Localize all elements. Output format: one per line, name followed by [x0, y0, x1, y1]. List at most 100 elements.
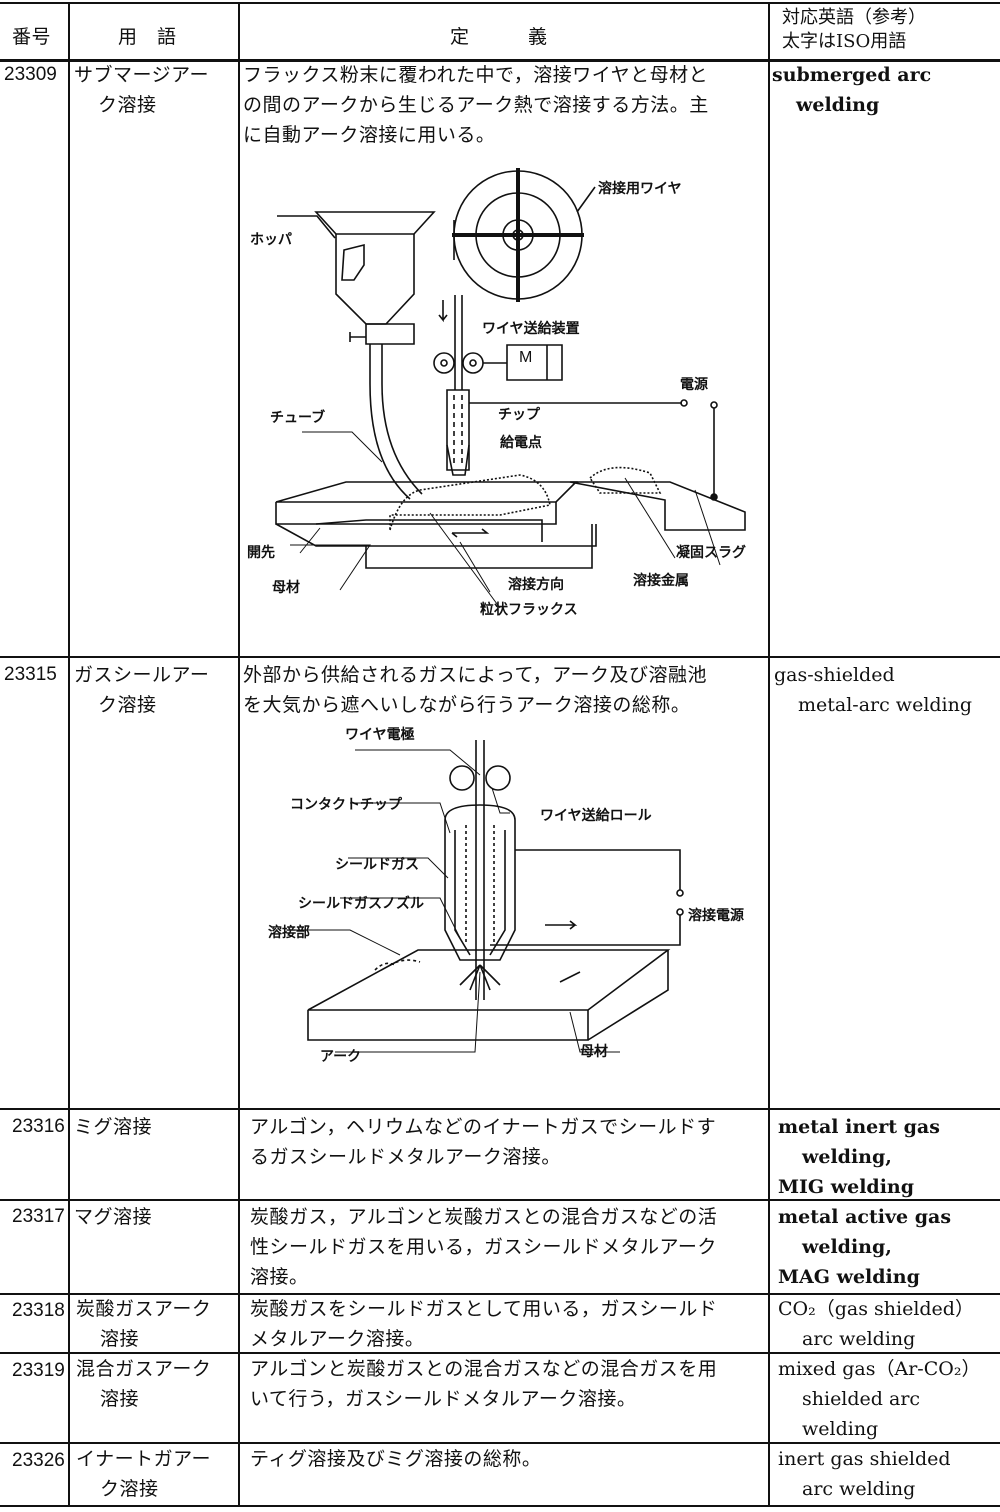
definition-line: ティグ溶接及びミグ溶接の総称。 — [250, 1448, 542, 1470]
row-number: 23326 — [12, 1450, 65, 1471]
label-arc: アーク — [320, 1049, 362, 1065]
row-english: mixed gas（Ar-CO₂） shielded arc welding — [778, 1354, 980, 1444]
definition-line: 性シールドガスを用いる，ガスシールドメタルアーク — [250, 1236, 717, 1258]
row-divider — [0, 1108, 1000, 1110]
row-definition: 外部から供給されるガスによって，アーク及び溶融池 を大気から遮へいしながら行うア… — [243, 660, 707, 720]
row-definition: 炭酸ガス，アルゴンと炭酸ガスとの混合ガスなどの活 性シールドガスを用いる，ガスシ… — [250, 1202, 717, 1292]
term-line: サブマージアー — [74, 64, 209, 86]
row-definition: ティグ溶接及びミグ溶接の総称。 — [250, 1444, 541, 1474]
label-tip: チップ — [498, 407, 540, 423]
label-slag: 凝固スラグ — [676, 545, 746, 561]
label-weld-zone: 溶接部 — [268, 925, 310, 941]
column-divider — [68, 3, 70, 1506]
label-weld-metal: 溶接金属 — [633, 573, 689, 589]
row-english: metal active gas welding, MAG welding — [778, 1202, 951, 1292]
label-contact-point: 給電点 — [500, 435, 542, 451]
row-number: 23317 — [12, 1206, 65, 1227]
label-feed-roll: ワイヤ送給ロール — [540, 808, 652, 824]
row-term: 炭酸ガスアーク 溶接 — [76, 1294, 211, 1354]
definition-line: 外部から供給されるガスによって，アーク及び溶融池 — [243, 664, 708, 686]
header-english-line2: 太字はISO用語 — [782, 31, 907, 52]
term-line: ガスシールアー — [74, 664, 210, 686]
label-base-metal: 母材 — [272, 580, 300, 596]
term-line: ク溶接 — [100, 1478, 159, 1500]
definition-line: メタルアーク溶接。 — [250, 1328, 425, 1350]
row-english: inert gas shielded arc welding — [778, 1444, 951, 1504]
row-term: 混合ガスアーク 溶接 — [76, 1354, 211, 1414]
definition-line: 溶接。 — [250, 1266, 309, 1288]
definition-line: いて行う，ガスシールドメタルアーク溶接。 — [250, 1388, 637, 1410]
header-number: 番号 — [12, 26, 52, 48]
row-number: 23318 — [12, 1300, 65, 1321]
row-divider — [0, 1442, 1000, 1444]
header-bottom-border — [0, 59, 1000, 62]
row-definition: 炭酸ガスをシールドガスとして用いる，ガスシールド メタルアーク溶接。 — [250, 1294, 717, 1354]
row-definition: フラックス粉末に覆われた中で，溶接ワイヤと母材と の間のアークから生じるアーク熱… — [243, 60, 709, 150]
header-english: 対応英語（参考） 太字はISO用語 — [782, 6, 926, 54]
english-line: gas-shielded — [774, 664, 895, 686]
term-line: 溶接 — [100, 1388, 140, 1410]
english-line: metal active gas — [778, 1206, 952, 1228]
row-english: metal inert gas welding, MIG welding — [778, 1112, 940, 1202]
row-number: 23309 — [4, 64, 57, 85]
row-divider — [0, 1199, 1000, 1201]
row-english: submerged arc welding — [772, 60, 931, 120]
label-shield-gas: シールドガス — [335, 857, 419, 873]
english-line: MIG welding — [778, 1176, 915, 1198]
term-line: ミグ溶接 — [74, 1116, 153, 1138]
label-wire-electrode: ワイヤ電極 — [345, 727, 415, 743]
english-line: welding, — [802, 1146, 892, 1168]
row-number: 23315 — [4, 664, 57, 685]
term-line: 溶接 — [100, 1328, 140, 1350]
motor-label: M — [519, 349, 533, 366]
label-welding-wire: 溶接用ワイヤ — [598, 181, 682, 197]
term-line: ク溶接 — [98, 94, 157, 116]
term-line: イナートガアー — [76, 1448, 211, 1470]
definition-line: に自動アーク溶接に用いる。 — [243, 124, 496, 146]
label-power-source: 電源 — [680, 377, 708, 393]
label-hopper: ホッパ — [250, 232, 292, 248]
english-line: mixed gas（Ar-CO₂） — [778, 1358, 981, 1380]
english-line: welding, — [802, 1236, 892, 1258]
row-term: イナートガアー ク溶接 — [76, 1444, 211, 1504]
label-flux: 粒状フラックス — [480, 602, 578, 618]
label-welding-power: 溶接電源 — [688, 908, 744, 924]
english-line: metal-arc welding — [798, 694, 973, 716]
row-divider — [0, 656, 1000, 658]
row-english: gas-shielded metal-arc welding — [774, 660, 972, 720]
definition-line: 炭酸ガスをシールドガスとして用いる，ガスシールド — [250, 1298, 718, 1320]
row-divider — [0, 1293, 1000, 1295]
column-divider — [238, 3, 240, 1506]
row-number: 23319 — [12, 1360, 65, 1381]
term-line: マグ溶接 — [74, 1206, 153, 1228]
row-term: マグ溶接 — [74, 1202, 152, 1232]
row-term: サブマージアー ク溶接 — [74, 60, 209, 120]
table-bottom-border — [0, 1505, 1000, 1507]
label-contact-tip: コンタクトチップ — [290, 797, 402, 813]
term-line: ク溶接 — [98, 694, 157, 716]
definition-line: アルゴンと炭酸ガスとの混合ガスなどの混合ガスを用 — [250, 1358, 718, 1380]
english-line: MAG welding — [778, 1266, 920, 1288]
header-english-line1: 対応英語（参考） — [782, 7, 926, 28]
definition-line: アルゴン，ヘリウムなどのイナートガスでシールドす — [250, 1116, 717, 1138]
english-line: arc welding — [802, 1328, 916, 1350]
label-direction: 溶接方向 — [508, 577, 564, 593]
header-term: 用 語 — [118, 26, 177, 48]
label-wire-feeder: ワイヤ送給装置 — [482, 321, 580, 337]
label-base-metal: 母材 — [580, 1044, 608, 1060]
english-line: metal inert gas — [778, 1116, 940, 1138]
row-english: CO₂（gas shielded） arc welding — [778, 1294, 974, 1354]
english-line: arc welding — [802, 1478, 916, 1500]
english-line: submerged arc — [772, 64, 932, 86]
column-divider — [768, 3, 770, 1506]
term-line: 炭酸ガスアーク — [76, 1298, 212, 1320]
english-line: welding — [796, 94, 880, 116]
gas-shielded-welding-diagram — [290, 740, 684, 1053]
english-line: CO₂（gas shielded） — [778, 1298, 974, 1320]
label-tube: チューブ — [270, 410, 326, 426]
row-number: 23316 — [12, 1116, 65, 1137]
definition-line: を大気から遮へいしながら行うアーク溶接の総称。 — [243, 694, 691, 716]
label-groove: 開先 — [247, 545, 275, 561]
definition-line: フラックス粉末に覆われた中で，溶接ワイヤと母材と — [243, 64, 709, 86]
row-term: ガスシールアー ク溶接 — [74, 660, 209, 720]
